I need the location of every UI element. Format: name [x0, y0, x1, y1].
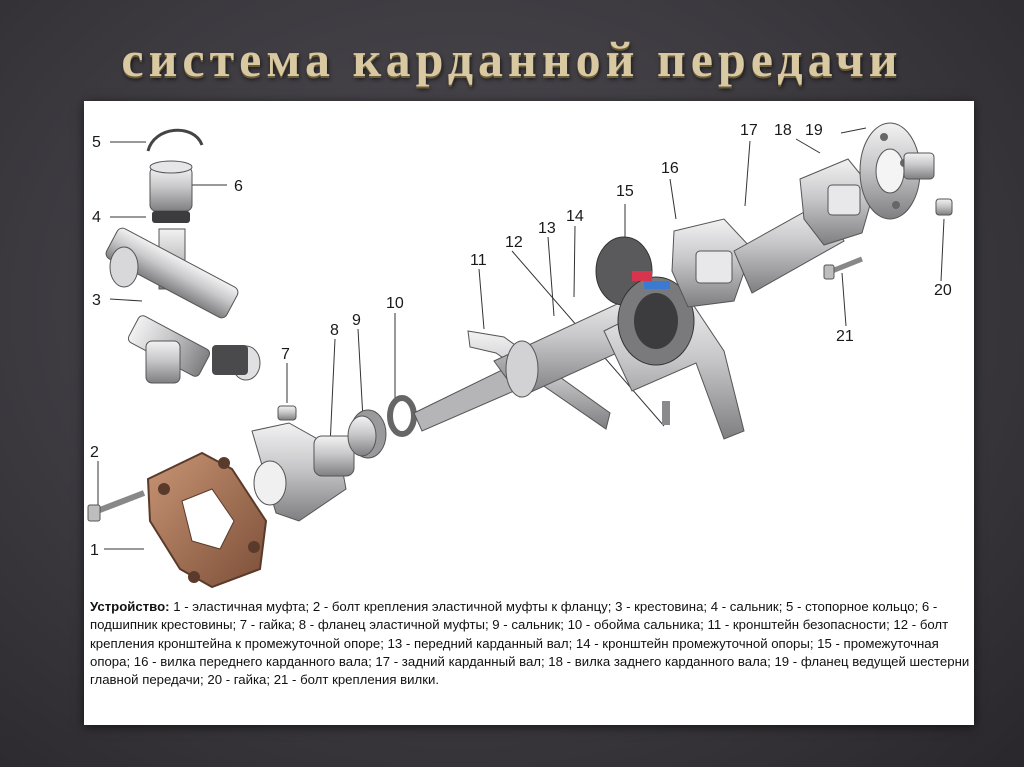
- legend-text: 1 - эластичная муфта; 2 - болт крепления…: [90, 599, 970, 688]
- label-4: 4: [92, 209, 101, 226]
- nut-7: [277, 405, 297, 421]
- yoke-bolt: [823, 256, 863, 280]
- label-9: 9: [352, 312, 361, 329]
- label-1: 1: [90, 542, 99, 559]
- label-3: 3: [92, 292, 101, 309]
- label-6: 6: [234, 178, 243, 195]
- coupling-flange: [251, 422, 355, 522]
- parts-legend: Устройство: 1 - эластичная муфта; 2 - бо…: [90, 598, 970, 689]
- nut-20: [935, 198, 953, 216]
- label-2: 2: [90, 444, 99, 461]
- label-7: 7: [281, 346, 290, 363]
- seal-holder: [387, 395, 417, 437]
- label-15: 15: [616, 183, 634, 200]
- universal-joint-cross: [105, 227, 261, 384]
- label-17: 17: [740, 122, 758, 139]
- pinion-flange: [859, 122, 935, 220]
- label-12: 12: [505, 234, 523, 251]
- seal-9: [347, 409, 387, 459]
- label-5: 5: [92, 134, 101, 151]
- label-20: 20: [934, 282, 952, 299]
- retaining-ring: [146, 128, 204, 152]
- label-10: 10: [386, 295, 404, 312]
- elastic-coupling: [146, 451, 268, 589]
- bracket-bolt: [662, 401, 670, 425]
- seal-ring: [152, 211, 190, 223]
- label-8: 8: [330, 322, 339, 339]
- label-16: 16: [661, 160, 679, 177]
- intermediate-support: [595, 236, 695, 366]
- label-21: 21: [836, 328, 854, 345]
- bearing-cap: [149, 160, 193, 212]
- label-14: 14: [566, 208, 584, 225]
- label-18: 18: [774, 122, 792, 139]
- exploded-view-illustration: 5 6 4 3 7 8 9 10 11 12 13 14 15 16 17 18…: [87, 122, 953, 589]
- diagram-panel: 5 6 4 3 7 8 9 10 11 12 13 14 15 16 17 18…: [84, 101, 974, 725]
- front-shaft-yoke: [671, 218, 753, 308]
- legend-heading: Устройство:: [90, 599, 170, 614]
- label-13: 13: [538, 220, 556, 237]
- coupling-bolt: [87, 490, 146, 522]
- label-19: 19: [805, 122, 823, 139]
- leader-lines: [97, 127, 945, 550]
- label-11: 11: [470, 252, 487, 269]
- rear-shaft-yoke: [799, 158, 875, 246]
- slide-title: система карданной передачи: [121, 31, 903, 87]
